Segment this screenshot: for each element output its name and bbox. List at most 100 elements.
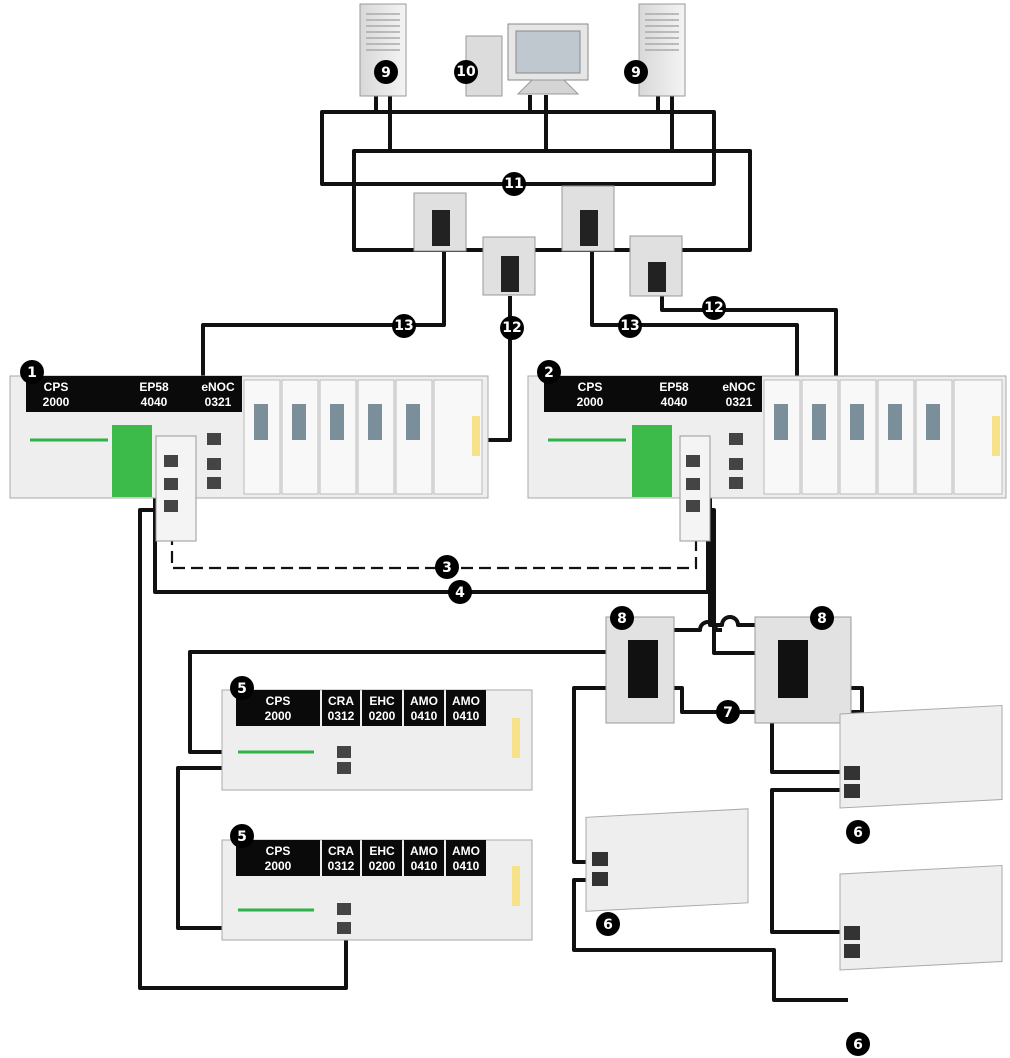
cpu-label-line1: EP58 (139, 380, 169, 394)
callout-8-a: 8 (610, 606, 634, 630)
cpu-eth-port (686, 478, 700, 490)
monitor-stand (516, 79, 580, 95)
switch-3 (561, 185, 615, 252)
cps-label-line1: CPS (44, 380, 69, 394)
cpu-module-header (632, 376, 716, 412)
cps-label-line2: 2000 (43, 395, 70, 409)
callout-5b-text: 5 (237, 829, 247, 845)
noc-eth-port (207, 477, 221, 489)
callout-6-a: 6 (596, 912, 620, 936)
cps-module-header (26, 376, 114, 412)
cra-label-line1: CRA (328, 694, 354, 708)
callout-9-b: 9 (624, 60, 648, 84)
callout-13a-text: 13 (394, 318, 413, 334)
rack-id-label (472, 416, 480, 456)
noc-eth-port (207, 458, 221, 470)
cpu-display (632, 425, 672, 497)
callout-1-text: 1 (27, 365, 37, 381)
rio-drop-2: CPS 2000 CRA 0312 EHC 0200 AMO 0410 AMO … (221, 839, 533, 941)
callout-5-b: 5 (230, 824, 254, 848)
callout-1: 1 (20, 360, 44, 384)
noc-label-line2: 0321 (726, 395, 753, 409)
switch-1 (413, 192, 467, 252)
cra-label-line1: CRA (328, 844, 354, 858)
cable-drs-crossover (640, 620, 722, 654)
noc-module-header (716, 376, 762, 412)
io-island-2 (839, 704, 1003, 809)
callout-12a-text: 12 (502, 320, 521, 336)
cable-rio-main-return (138, 508, 348, 990)
cpu-module-header (114, 376, 194, 412)
callout-12b-text: 12 (704, 300, 723, 316)
switch-2 (482, 236, 536, 296)
cps-label-line1: CPS (266, 844, 291, 858)
cpu-eth-port (686, 455, 700, 467)
callout-12-b: 12 (702, 296, 726, 320)
cpu-label-line1: EP58 (659, 380, 689, 394)
cpu-eth-port (164, 478, 178, 490)
monitor-screen (515, 30, 581, 74)
cable-island1-to-island3 (572, 878, 848, 1002)
callout-7: 7 (716, 700, 740, 724)
callout-13b-text: 13 (620, 318, 639, 334)
drs-left (605, 616, 675, 724)
cps-module-header (544, 376, 632, 412)
noc-eth-port (729, 433, 743, 445)
cable-island2-to-island3 (770, 788, 848, 934)
callout-10: 10 (454, 60, 478, 84)
callout-9a-text: 9 (381, 65, 391, 81)
callouts: 1 2 3 4 5 5 6 6 6 7 8 8 9 9 10 11 12 12 … (20, 60, 870, 1056)
amo1-label-line2: 0410 (411, 859, 438, 873)
switch-4 (629, 235, 683, 297)
ehc-label-line1: EHC (369, 844, 395, 858)
callout-13-a: 13 (392, 314, 416, 338)
callout-4-text: 4 (455, 585, 465, 601)
callout-8-b: 8 (810, 606, 834, 630)
amo1-label-line1: AMO (410, 694, 438, 708)
rio-drop-1: CPS 2000 CRA 0312 EHC 0200 AMO 0410 AMO … (221, 689, 533, 791)
callout-12-a: 12 (500, 316, 524, 340)
cable-rio-main-ring (698, 486, 802, 645)
cps-label-line2: 2000 (265, 709, 292, 723)
callout-2-text: 2 (544, 365, 554, 381)
io-island-3 (839, 864, 1003, 971)
callout-7-text: 7 (723, 705, 733, 721)
cra-label-line2: 0312 (328, 859, 355, 873)
server-right (638, 3, 686, 97)
control-network-ring-inner (352, 149, 752, 252)
noc-module-header (194, 376, 242, 412)
cra-label-line2: 0312 (328, 709, 355, 723)
noc-label-line2: 0321 (205, 395, 232, 409)
callout-10-text: 10 (456, 64, 476, 80)
callout-6-c: 6 (846, 1032, 870, 1056)
callout-3-text: 3 (442, 560, 452, 576)
noc-eth-port (729, 458, 743, 470)
cps-label-line2: 2000 (577, 395, 604, 409)
callout-9b-text: 9 (631, 65, 641, 81)
amo1-label-line2: 0410 (411, 709, 438, 723)
cpu-label-line2: 4040 (661, 395, 688, 409)
cpu-eth-port (164, 455, 178, 467)
ehc-label-line1: EHC (369, 694, 395, 708)
cpu-eth-port (164, 500, 178, 512)
cpu-eth-port (686, 500, 700, 512)
ehc-label-line2: 0200 (369, 859, 396, 873)
switches (413, 185, 683, 297)
callout-2: 2 (537, 360, 561, 384)
callout-13-b: 13 (618, 314, 642, 338)
callout-4: 4 (448, 580, 472, 604)
callout-5-a: 5 (230, 676, 254, 700)
cpu-display (112, 425, 152, 497)
noc-label-line1: eNOC (722, 380, 756, 394)
cable-3-hot-standby-sync (170, 533, 698, 570)
amo1-label-line1: AMO (410, 844, 438, 858)
callout-3: 3 (435, 555, 459, 579)
callout-8a-text: 8 (617, 611, 627, 627)
callout-6-b: 6 (846, 820, 870, 844)
callout-6a-text: 6 (603, 917, 613, 933)
amo2-label-line2: 0410 (453, 709, 480, 723)
workstation (465, 23, 589, 97)
noc-eth-port (729, 477, 743, 489)
callout-6b-text: 6 (853, 825, 863, 841)
